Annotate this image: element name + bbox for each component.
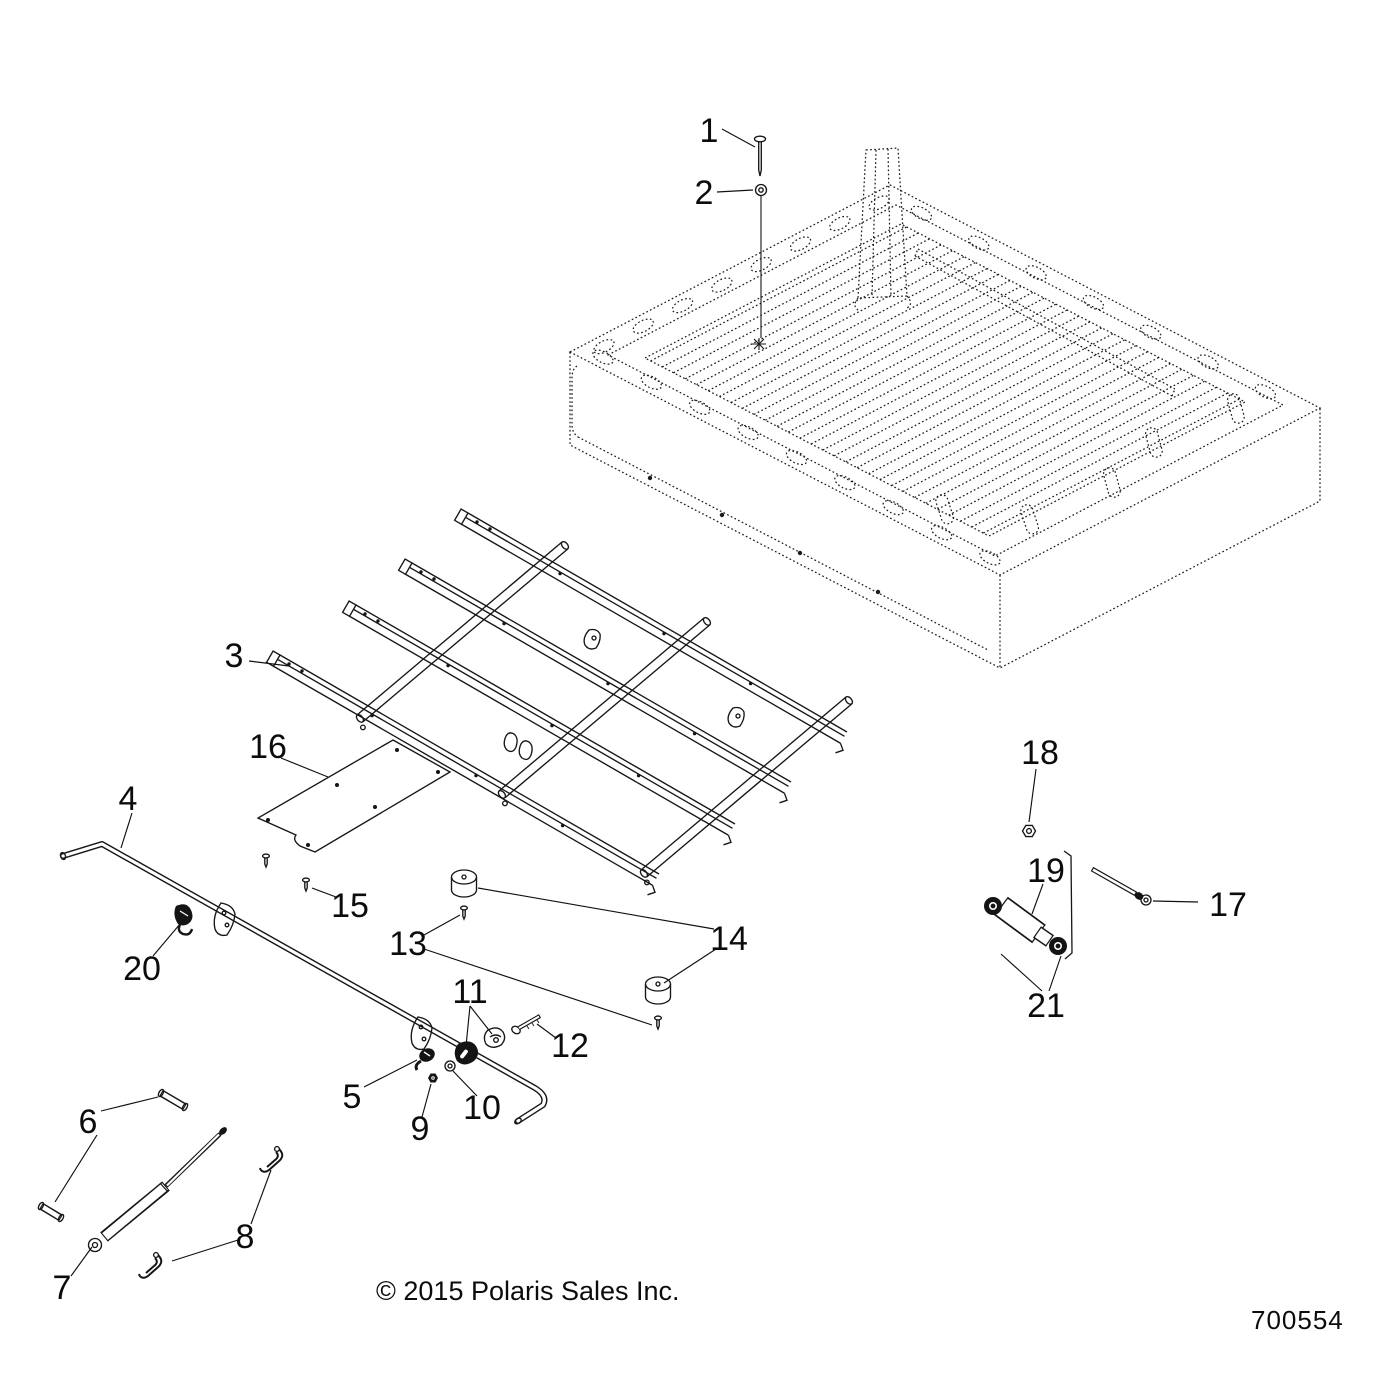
rim-bolt-holes (592, 195, 1277, 566)
callout-21: 21 (1027, 987, 1065, 1025)
bushing-assembly-19 (984, 896, 1067, 955)
bolt-12 (511, 1014, 542, 1035)
callout-7: 7 (52, 1269, 72, 1307)
screw-13b (653, 1015, 663, 1031)
bump-stop-14-upper (450, 869, 478, 898)
callout-6: 6 (78, 1103, 98, 1141)
callout-16: 16 (249, 728, 287, 766)
callout-2: 2 (694, 174, 714, 212)
callout-17: 17 (1209, 886, 1247, 924)
rod-bracket-plate (410, 1016, 433, 1051)
bolt-drop-line (752, 196, 766, 350)
nut-18 (1021, 824, 1037, 838)
screw-13a (459, 905, 469, 921)
clevis-pin-6-upper (157, 1088, 189, 1112)
callout-15: 15 (331, 887, 369, 925)
box-corner-post (854, 147, 912, 312)
cargo-box-drawing (568, 147, 1322, 669)
washer-10 (444, 1060, 456, 1072)
frame-cross-tubes (355, 540, 854, 886)
clamp-11-rubber (454, 1041, 479, 1065)
clamp-11-metal (483, 1027, 506, 1048)
leader-lines (54, 128, 1199, 1277)
mount-plate-16 (256, 739, 452, 853)
clevis-pin-6-lower (37, 1201, 65, 1223)
gas-strut-7 (87, 1127, 227, 1253)
callout-12: 12 (551, 1027, 589, 1065)
callout-9: 9 (410, 1110, 430, 1148)
cotter-clip-8-lower (138, 1251, 163, 1279)
callout-19: 19 (1027, 852, 1065, 890)
callout-14: 14 (710, 920, 748, 958)
callout-11: 11 (452, 973, 488, 1011)
document-part-number: 700554 (1251, 1305, 1344, 1335)
grommet-mark (752, 338, 766, 350)
bolt-1 (753, 135, 767, 177)
callout-5: 5 (342, 1078, 362, 1116)
callout-20: 20 (123, 950, 161, 988)
callout-10: 10 (463, 1089, 501, 1127)
callout-1: 1 (699, 112, 719, 150)
bed-frame-drawing (265, 508, 854, 896)
floor-slats (650, 226, 1240, 534)
rod-bracket-plate (213, 902, 236, 937)
bracket-span-19 (1063, 850, 1073, 960)
screw-15b (301, 877, 311, 893)
bolt-17 (1090, 866, 1152, 906)
nut-9 (428, 1073, 438, 1083)
callout-8: 8 (235, 1218, 255, 1256)
callout-18: 18 (1021, 734, 1059, 772)
frame-rails (265, 508, 848, 896)
callout-4: 4 (118, 780, 138, 818)
spring-clip-20 (174, 904, 194, 936)
screw-15a (261, 853, 271, 869)
hook-bolt-5 (414, 1048, 435, 1071)
cotter-clip-8-upper (259, 1145, 284, 1173)
copyright-text: © 2015 Polaris Sales Inc. (376, 1276, 680, 1306)
wall-hinge-tabs (935, 393, 1245, 535)
callout-13: 13 (389, 925, 427, 963)
callout-3: 3 (224, 637, 244, 675)
pivot-rod-4 (59, 841, 548, 1125)
bump-stop-14-lower (644, 976, 672, 1005)
washer-2 (754, 183, 768, 197)
